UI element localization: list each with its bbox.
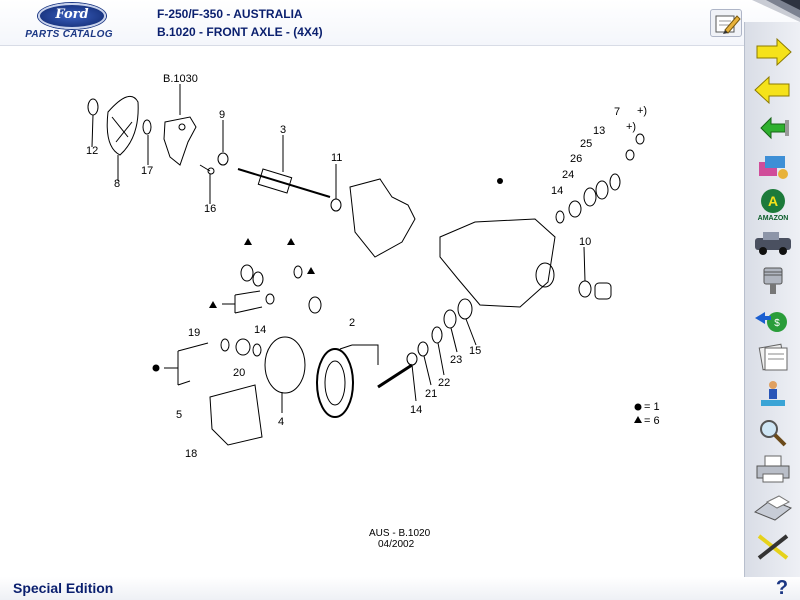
callout-23[interactable]: 23 <box>450 354 463 366</box>
forward-arrow-icon <box>756 37 792 67</box>
callout-19[interactable]: 19 <box>188 327 201 339</box>
notes-icon <box>758 343 788 371</box>
notes-button[interactable] <box>751 338 795 374</box>
search-button[interactable] <box>751 414 795 450</box>
callout-18[interactable]: 18 <box>185 448 198 460</box>
callout-b1030[interactable]: B.1030 <box>163 73 198 85</box>
paint-button[interactable] <box>751 148 795 184</box>
callout-13[interactable]: 13 <box>593 125 606 137</box>
print-button[interactable] <box>751 452 795 488</box>
diff-case-part-4[interactable] <box>264 336 306 394</box>
callout-24[interactable]: 24 <box>562 169 575 181</box>
truck-icon <box>755 232 791 255</box>
callout-11[interactable]: 11 <box>331 152 343 164</box>
callout-14-bottom[interactable]: 14 <box>410 404 423 416</box>
callout-4[interactable]: 4 <box>278 416 285 428</box>
carrier-bracket[interactable] <box>349 178 416 258</box>
scan-button[interactable] <box>751 490 795 526</box>
exploded-axle-diagram[interactable] <box>0 47 744 577</box>
vehicle-button[interactable] <box>751 224 795 260</box>
cover-part-5[interactable] <box>209 384 263 446</box>
close-button[interactable] <box>751 528 795 564</box>
magnifier-icon <box>760 420 787 447</box>
engine-button[interactable] <box>751 262 795 298</box>
forward-button[interactable] <box>751 34 795 70</box>
report-button[interactable] <box>751 376 795 412</box>
callout-5[interactable]: 5 <box>176 409 183 421</box>
callout-9[interactable]: 9 <box>219 109 226 121</box>
callout-2[interactable]: 2 <box>349 317 356 329</box>
return-button[interactable] <box>751 110 795 146</box>
logo-subtitle: PARTS CATALOG <box>25 29 113 40</box>
ford-parts-catalog-logo: Ford PARTS CATALOG <box>14 3 112 43</box>
callout-7[interactable]: 7 <box>614 106 621 118</box>
legend-circle-text: = 1 <box>644 401 660 413</box>
back-arrow-icon <box>754 75 790 105</box>
svg-text:A: A <box>768 193 778 209</box>
dust-shield-part-8[interactable] <box>106 95 139 156</box>
pricing-button[interactable]: $ <box>751 300 795 336</box>
callout-8[interactable]: 8 <box>114 178 121 190</box>
help-icon[interactable]: ? <box>775 577 789 599</box>
printer-icon <box>756 455 790 483</box>
header: Ford PARTS CATALOG F-250/F-350 - AUSTRAL… <box>0 0 800 46</box>
svg-text:$: $ <box>774 318 780 329</box>
amazon-logo-icon: A AMAZON <box>758 189 789 222</box>
edit-notes-button[interactable] <box>710 9 742 37</box>
axle-shaft-part-3[interactable] <box>237 168 331 198</box>
logo-word: Ford <box>55 7 89 22</box>
washer-part-9[interactable] <box>217 152 229 166</box>
callout-3[interactable]: 3 <box>280 124 287 136</box>
callout-10[interactable]: 10 <box>579 236 592 248</box>
piston-icon <box>763 267 783 294</box>
callout-14-left[interactable]: 14 <box>254 324 267 336</box>
callout-plus-1[interactable]: +) <box>637 105 648 117</box>
callout-15[interactable]: 15 <box>469 345 482 357</box>
parts-diagram-area: B.1030 12 8 17 9 16 3 11 7 +) +) 13 25 2… <box>0 47 744 577</box>
ring-gear-part-2[interactable] <box>316 348 354 418</box>
return-arrow-icon <box>760 116 789 140</box>
seal-part-11[interactable] <box>330 198 342 212</box>
callout-22[interactable]: 22 <box>438 377 451 389</box>
back-button[interactable] <box>751 72 795 108</box>
ford-oval-logo <box>38 3 106 29</box>
callout-20[interactable]: 20 <box>233 367 246 379</box>
callout-plus-2[interactable]: +) <box>626 121 637 133</box>
differential-housing[interactable] <box>439 218 556 308</box>
diagram-caption: AUS - B.1020 <box>369 528 431 539</box>
callout-26[interactable]: 26 <box>570 153 583 165</box>
pencil-pad-icon <box>715 15 741 34</box>
close-tool-icon <box>757 534 789 560</box>
person-chart-icon <box>761 381 785 406</box>
page-curl-icon[interactable] <box>752 0 800 22</box>
toolbar-sidebar: A AMAZON $ <box>744 22 800 578</box>
pinion-part[interactable] <box>377 363 413 389</box>
legend-triangle-text: = 6 <box>644 415 660 427</box>
callout-14-right[interactable]: 14 <box>551 185 564 197</box>
section-title: B.1020 - FRONT AXLE - (4X4) <box>157 25 323 39</box>
amazon-button[interactable]: A AMAZON <box>751 186 795 222</box>
vehicle-title: F-250/F-350 - AUSTRALIA <box>157 7 303 21</box>
seal-part-17[interactable] <box>142 119 152 135</box>
callout-21[interactable]: 21 <box>425 388 438 400</box>
callout-25[interactable]: 25 <box>580 138 593 150</box>
seal-part-12[interactable] <box>87 98 99 116</box>
callout-17[interactable]: 17 <box>141 165 154 177</box>
money-bag-icon: $ <box>755 312 787 332</box>
amazon-text: AMAZON <box>758 215 789 222</box>
callout-16[interactable]: 16 <box>204 203 217 215</box>
paint-tool-icon <box>759 156 788 179</box>
footer: Special Edition ? <box>0 577 800 600</box>
scanner-icon <box>753 495 793 521</box>
diagram-date: 04/2002 <box>378 539 415 550</box>
callout-12[interactable]: 12 <box>86 145 99 157</box>
knuckle-part[interactable] <box>163 116 197 166</box>
edition-label: Special Edition <box>13 580 114 596</box>
